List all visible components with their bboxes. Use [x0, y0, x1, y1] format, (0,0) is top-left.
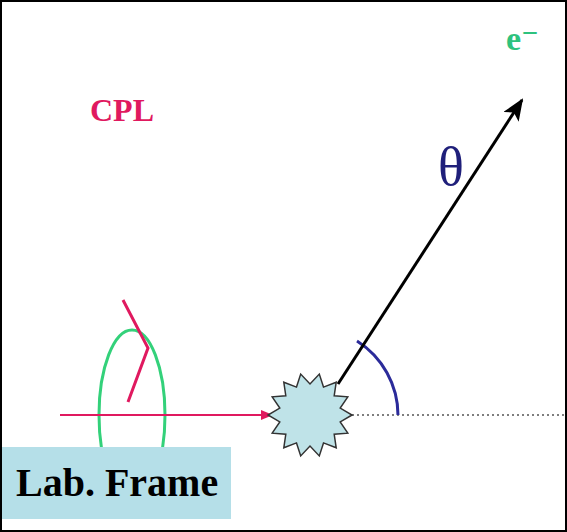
reference-axis — [352, 414, 567, 416]
photon-beam — [60, 414, 272, 416]
rotation-arrowhead — [123, 300, 148, 402]
interaction-star — [268, 374, 352, 456]
beam-label: CPL — [90, 94, 154, 126]
electron-arrow — [338, 100, 522, 384]
particle-label: e⁻ — [506, 22, 539, 56]
angle-label: θ — [438, 140, 464, 194]
frame-label: Lab. Frame — [16, 463, 219, 503]
frame-label-box: Lab. Frame — [2, 447, 231, 519]
angle-arc — [357, 341, 398, 415]
